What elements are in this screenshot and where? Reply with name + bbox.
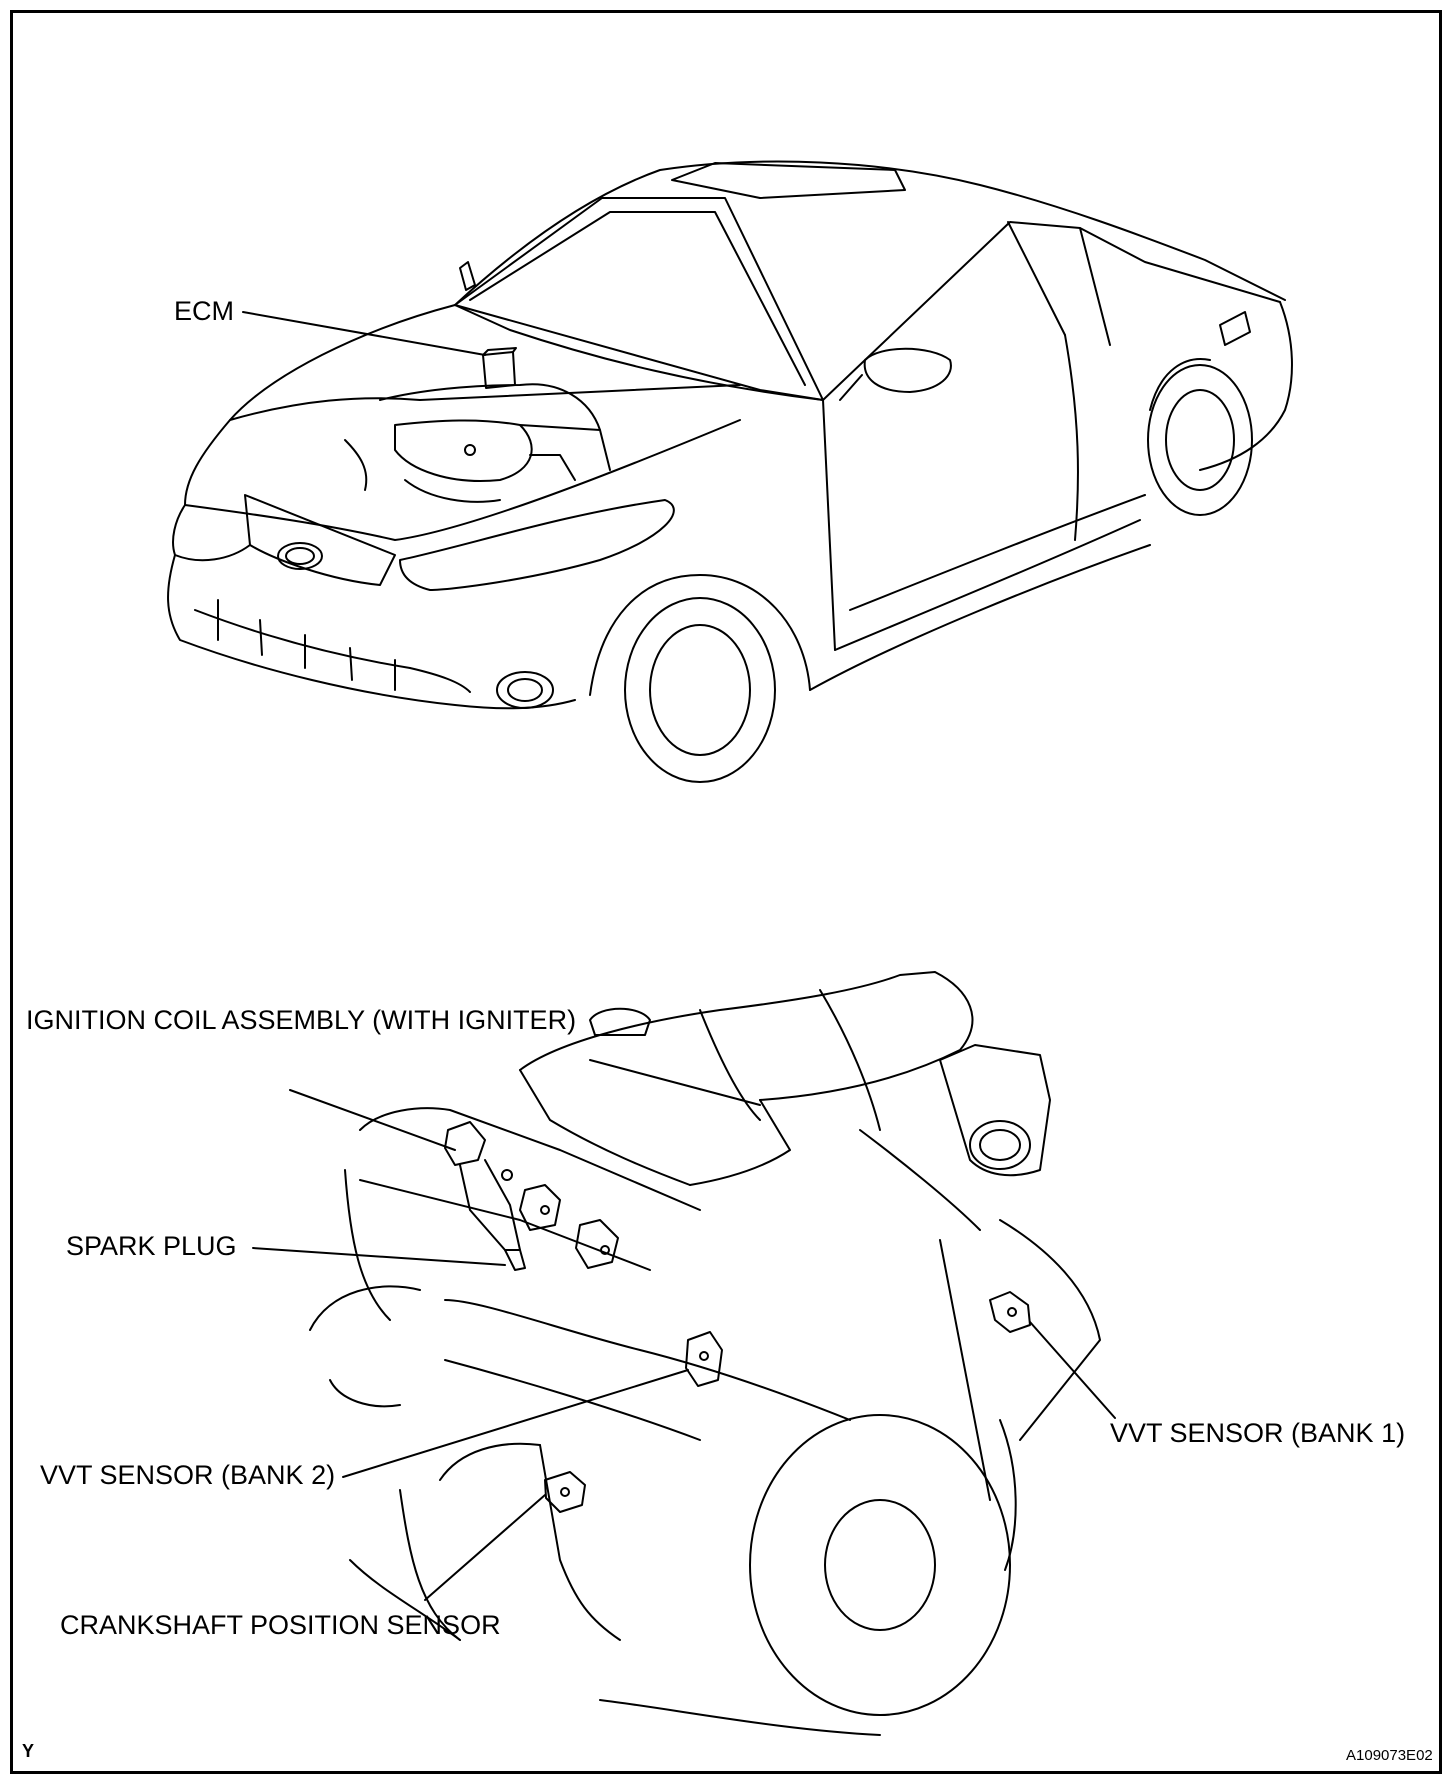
leader-vvt-bank1 [1029,1321,1116,1419]
label-ecm: ECM [174,296,234,326]
figure-code: A109073E02 [1346,1747,1433,1764]
leader-ecm [242,311,486,356]
leader-ignition-coil [289,1089,456,1151]
leader-crankshaft [424,1494,546,1601]
diagram-frame [10,10,1442,1774]
leader-vvt-bank2 [342,1369,689,1478]
label-spark-plug: SPARK PLUG [66,1231,237,1261]
label-vvt-bank1: VVT SENSOR (BANK 1) [1110,1418,1406,1448]
leader-spark-plug [252,1247,506,1266]
corner-letter: Y [22,1741,35,1761]
label-ignition-coil: IGNITION COIL ASSEMBLY (WITH IGNITER) [26,1005,577,1035]
label-vvt-bank2: VVT SENSOR (BANK 2) [40,1460,336,1490]
label-crankshaft: CRANKSHAFT POSITION SENSOR [60,1610,501,1640]
